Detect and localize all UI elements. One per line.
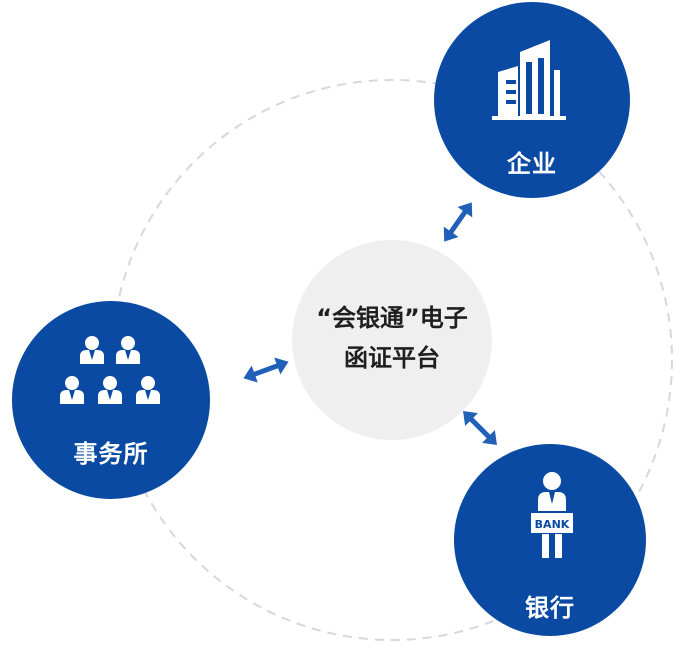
bank-node bbox=[454, 444, 646, 636]
center-title-line1: “会银通”电子 bbox=[316, 304, 468, 332]
bank-sign-text: BANK bbox=[535, 518, 570, 531]
orbit-ring bbox=[111, 79, 673, 641]
building-icon bbox=[492, 40, 566, 120]
bank-teller-icon: BANK bbox=[529, 472, 575, 558]
bank-label: 银行 bbox=[525, 594, 575, 622]
arrow-center-enterprise bbox=[443, 202, 473, 242]
center-platform-circle bbox=[292, 240, 492, 440]
arrow-center-firm bbox=[243, 357, 289, 383]
center-title-line2: 函证平台 bbox=[344, 344, 440, 372]
enterprise-label: 企业 bbox=[507, 150, 557, 178]
center-platform-title: “会银通”电子 函证平台 bbox=[292, 298, 492, 378]
arrow-center-bank bbox=[463, 411, 497, 445]
firm-label: 事务所 bbox=[73, 440, 149, 468]
